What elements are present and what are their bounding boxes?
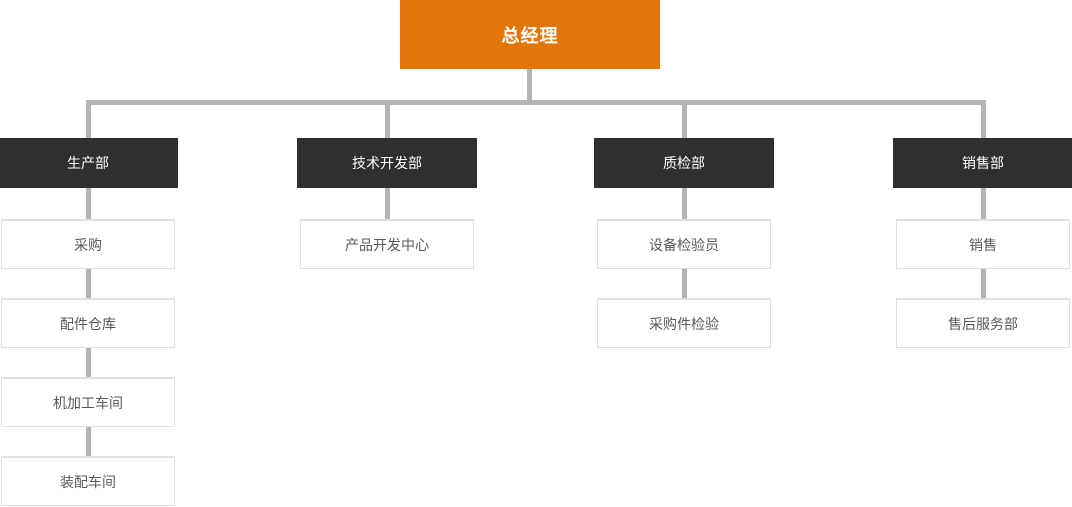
org-node-department: 生产部 (0, 138, 178, 188)
connector-line (981, 101, 986, 138)
org-node-unit: 装配车间 (1, 457, 175, 506)
org-node-unit: 配件仓库 (1, 299, 175, 348)
connector-line (86, 188, 91, 220)
org-node-department: 质检部 (594, 138, 774, 188)
connector-line (86, 427, 91, 457)
connector-line (981, 188, 986, 220)
org-node-root: 总经理 (400, 0, 660, 69)
org-node-unit: 产品开发中心 (300, 220, 474, 269)
connector-line (682, 101, 687, 138)
org-node-unit: 机加工车间 (1, 378, 175, 427)
org-node-unit: 设备检验员 (597, 220, 771, 269)
org-node-unit: 销售 (896, 220, 1070, 269)
connector-line (86, 101, 91, 138)
connector-line (385, 188, 390, 220)
org-node-unit: 采购 (1, 220, 175, 269)
org-node-unit: 采购件检验 (597, 299, 771, 348)
connector-line (682, 269, 687, 299)
org-node-department: 销售部 (893, 138, 1072, 188)
connector-line (86, 348, 91, 378)
connector-line (86, 269, 91, 299)
org-node-unit: 售后服务部 (896, 299, 1070, 348)
connector-horizontal-bar (86, 100, 986, 105)
org-node-department: 技术开发部 (297, 138, 477, 188)
connector-line (981, 269, 986, 299)
connector-line (682, 188, 687, 220)
connector-line (385, 101, 390, 138)
connector-root-stem (527, 69, 532, 102)
